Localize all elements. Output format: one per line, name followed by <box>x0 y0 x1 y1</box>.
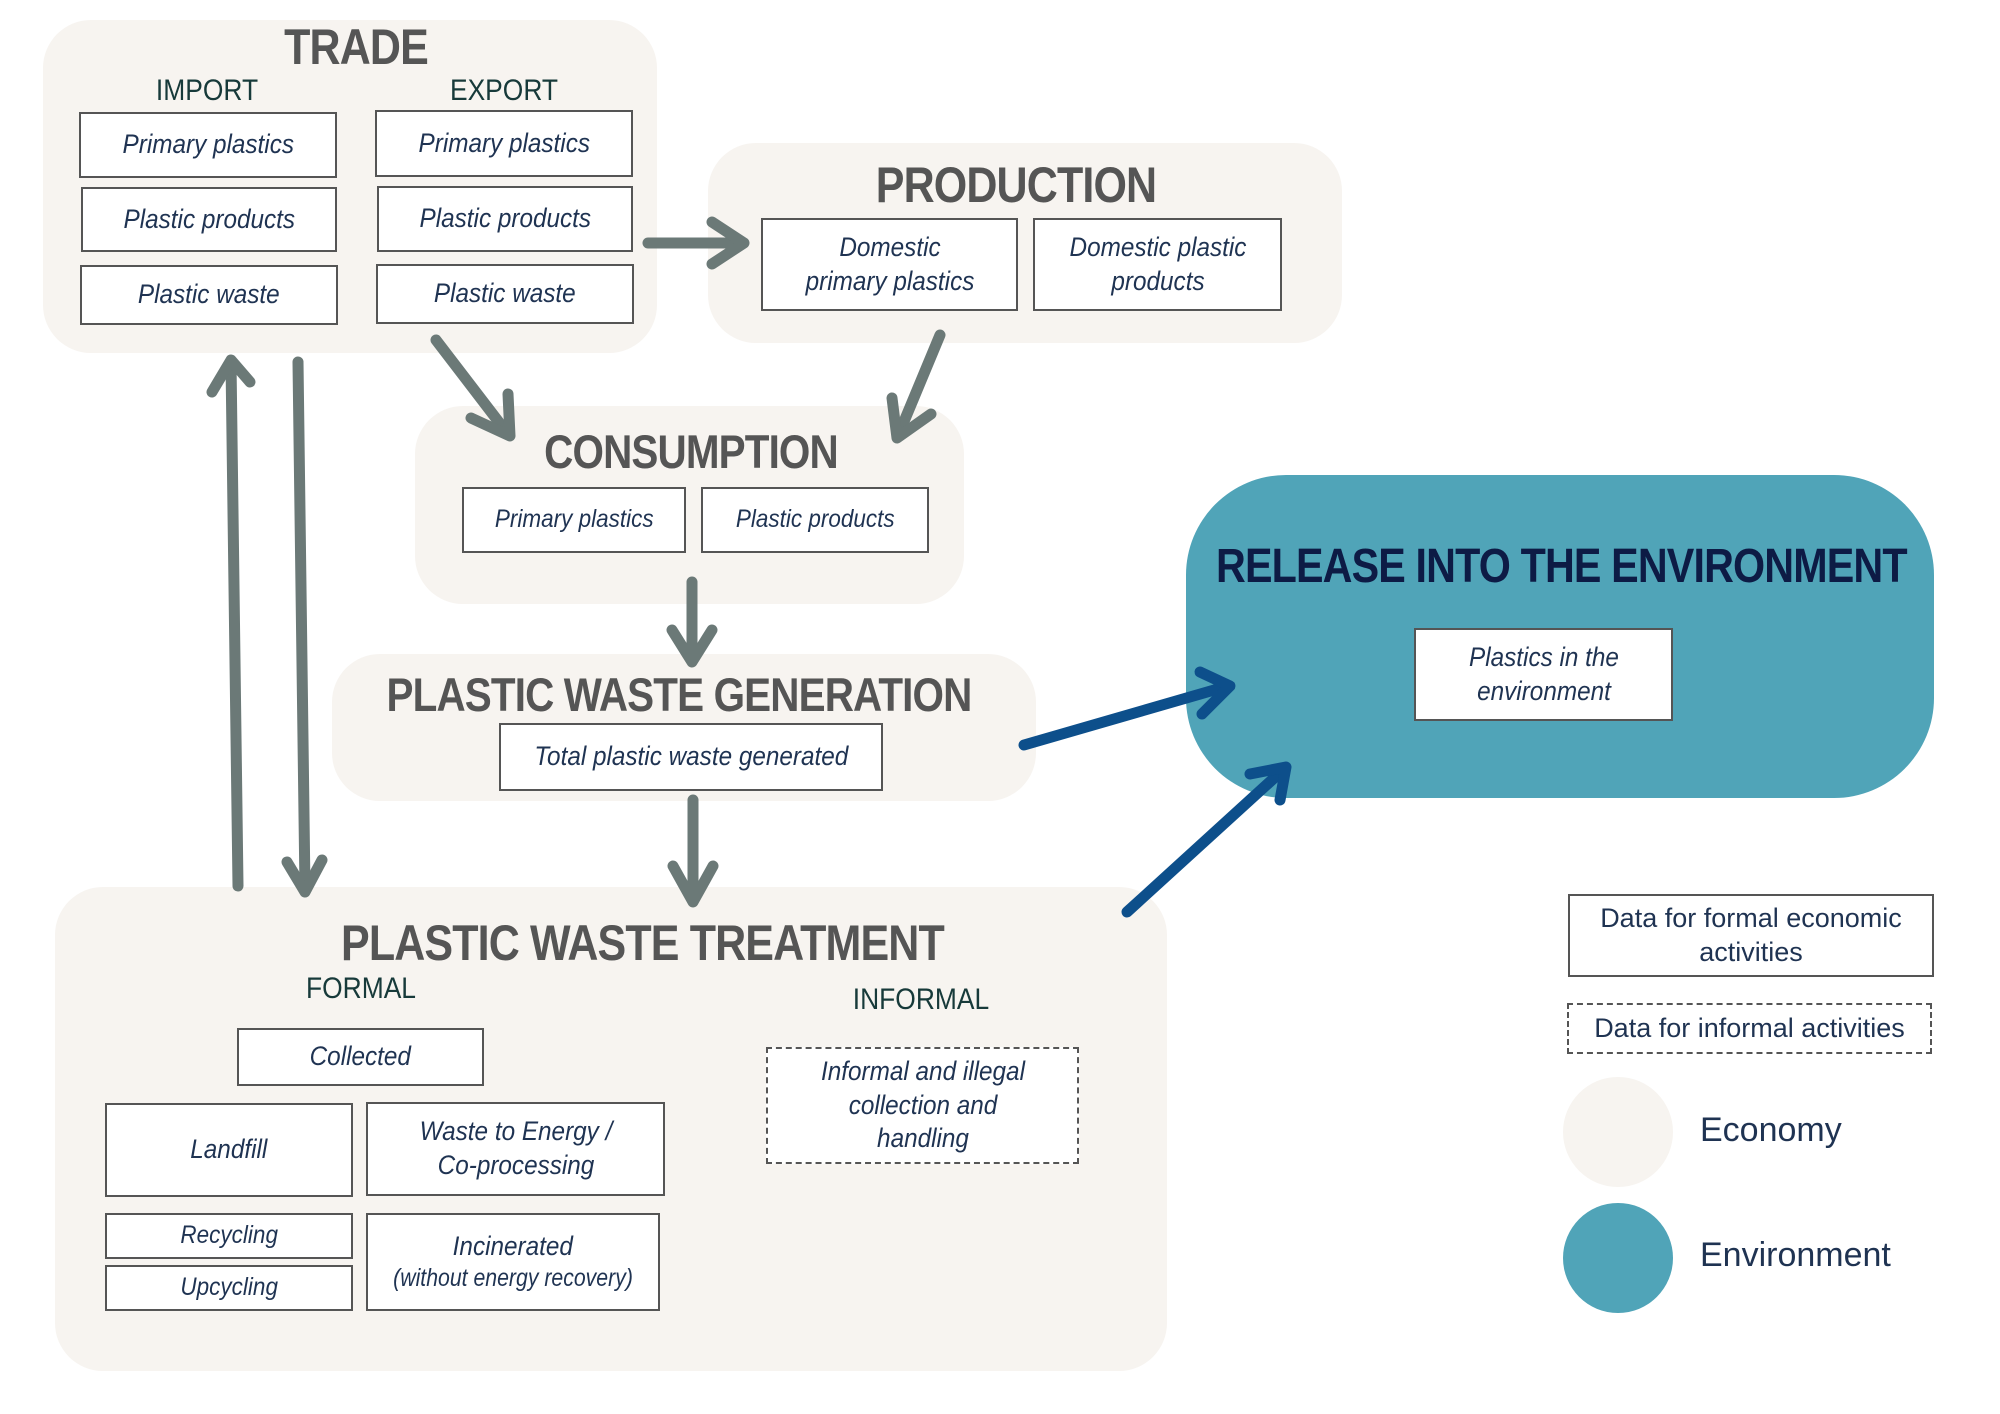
landfill-box: Landfill <box>105 1103 353 1197</box>
consumption-title: CONSUMPTION <box>544 425 839 478</box>
legend-informal-data: Data for informal activities <box>1567 1003 1932 1054</box>
incinerated-box: Incinerated (without energy recovery) <box>366 1213 660 1311</box>
generation-title: PLASTIC WASTE GENERATION <box>386 668 973 721</box>
formal-label: FORMAL <box>305 972 416 1005</box>
import-plastic-waste: Plastic waste <box>80 265 338 325</box>
domestic-primary-plastics: Domestic primary plastics <box>761 218 1018 311</box>
export-label: EXPORT <box>449 74 559 107</box>
import-label: IMPORT <box>155 74 259 107</box>
total-plastic-waste-generated: Total plastic waste generated <box>499 723 883 791</box>
production-title: PRODUCTION <box>875 157 1157 213</box>
economy-swatch-icon <box>1563 1077 1673 1187</box>
legend-formal-data: Data for formal economic activities <box>1568 894 1934 977</box>
export-plastic-products: Plastic products <box>377 186 633 252</box>
treatment-title: PLASTIC WASTE TREATMENT <box>341 915 945 971</box>
informal-label: INFORMAL <box>852 983 990 1016</box>
incinerated-note: (without energy recovery) <box>393 1264 633 1293</box>
informal-collection-box: Informal and illegal collection and hand… <box>766 1047 1079 1164</box>
plastics-in-environment-box: Plastics in the environment <box>1414 628 1673 721</box>
export-plastic-waste: Plastic waste <box>376 264 634 324</box>
export-primary-plastics: Primary plastics <box>375 110 633 177</box>
consumption-primary-plastics: Primary plastics <box>462 487 686 553</box>
legend-environment-label: Environment <box>1700 1236 1891 1274</box>
incinerated-label: Incinerated <box>452 1230 574 1261</box>
recycling-box: Recycling <box>105 1213 353 1259</box>
consumption-plastic-products: Plastic products <box>701 487 929 553</box>
import-primary-plastics: Primary plastics <box>79 112 337 178</box>
arrow-trade-to-treatment <box>281 356 328 898</box>
arrow-treatment-to-trade <box>206 354 256 892</box>
domestic-plastic-products: Domestic plastic products <box>1033 218 1282 311</box>
import-plastic-products: Plastic products <box>81 187 337 252</box>
collected-box: Collected <box>237 1028 484 1086</box>
environment-swatch-icon <box>1563 1203 1673 1313</box>
trade-title: TRADE <box>284 19 429 75</box>
legend-economy-label: Economy <box>1700 1111 1842 1149</box>
environment-title: RELEASE INTO THE ENVIRONMENT <box>1216 540 1908 593</box>
waste-to-energy-box: Waste to Energy / Co-processing <box>366 1102 665 1196</box>
upcycling-box: Upcycling <box>105 1265 353 1311</box>
